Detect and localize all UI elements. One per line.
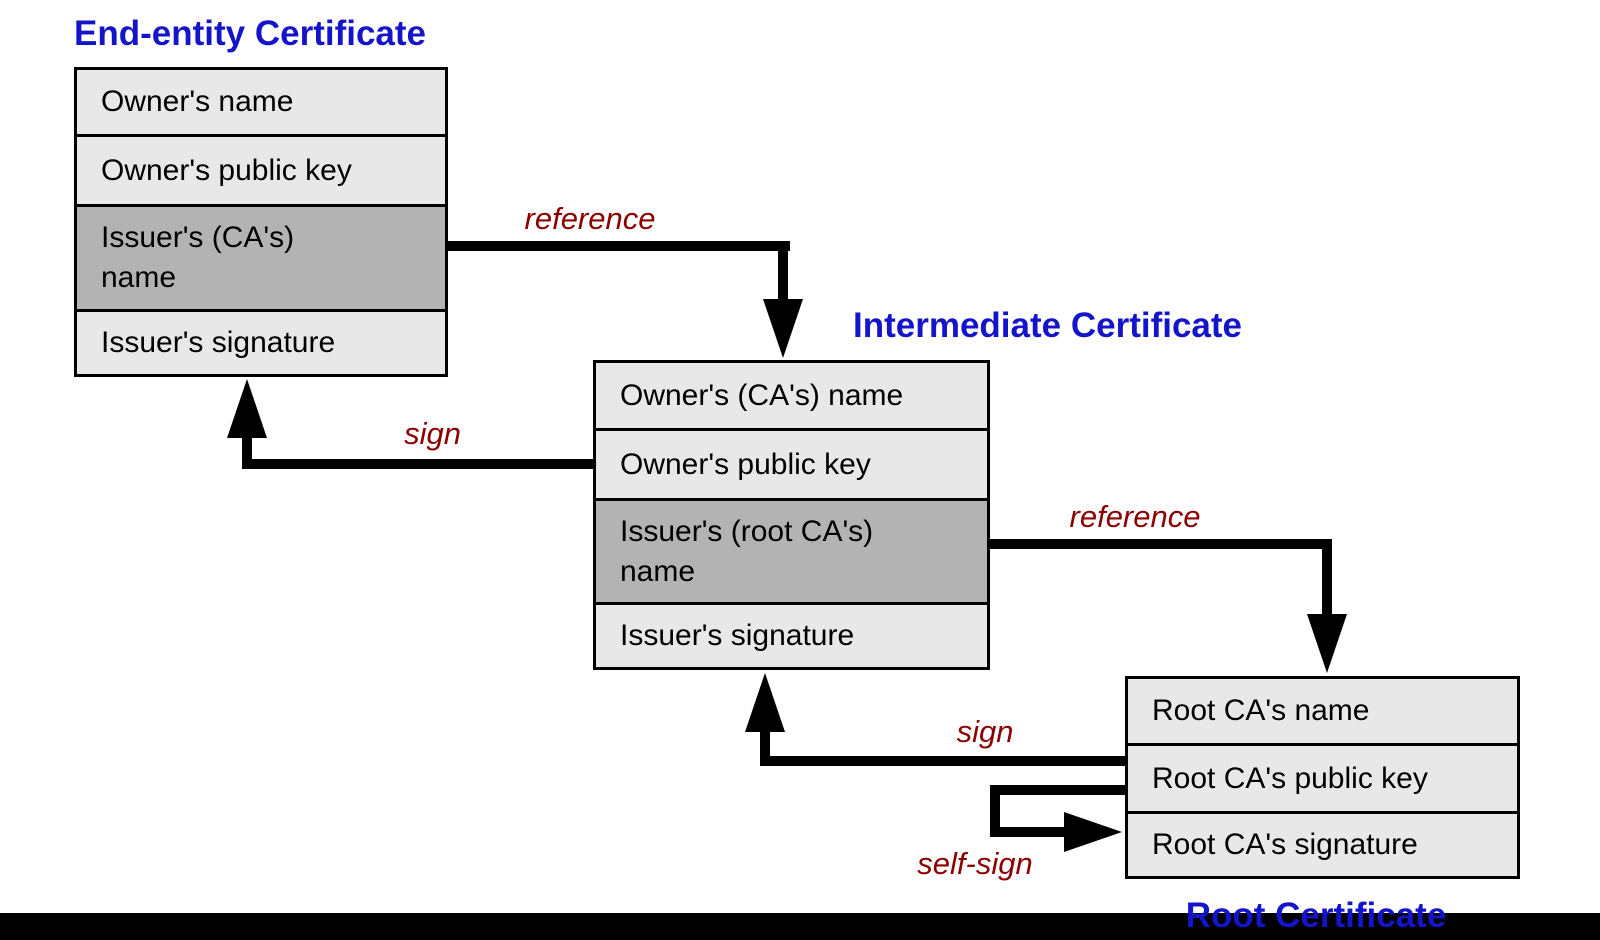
- reference-arrow-1-arrowhead-icon: [763, 299, 803, 358]
- reference-label-2: reference: [1069, 499, 1201, 534]
- end-entity-owner-public-key-row: Owner's public key: [77, 134, 445, 204]
- intermediate-certificate-box: Owner's (CA's) name Owner's public key I…: [593, 360, 990, 670]
- root-ca-signature-row: Root CA's signature: [1128, 811, 1517, 876]
- reference-label-1: reference: [524, 201, 656, 236]
- root-certificate-box: Root CA's name Root CA's public key Root…: [1125, 676, 1520, 879]
- reference-arrow-1-vline: [778, 246, 788, 302]
- sign-label-1: sign: [404, 416, 461, 451]
- end-entity-certificate-box: Owner's name Owner's public key Issuer's…: [74, 67, 448, 377]
- self-sign-label: self-sign: [917, 846, 1033, 881]
- end-entity-certificate-title: End-entity Certificate: [74, 14, 426, 53]
- intermediate-issuer-signature-row: Issuer's signature: [596, 602, 987, 667]
- sign-label-2: sign: [956, 714, 1014, 749]
- intermediate-owner-name-row: Owner's (CA's) name: [596, 363, 987, 428]
- sign-arrow-2-arrowhead-icon: [745, 673, 785, 732]
- self-sign-arrow-vline: [990, 785, 1000, 837]
- sign-arrow-2-hline: [760, 756, 1125, 766]
- sign-arrow-1-hline: [242, 459, 593, 469]
- reference-arrow-2-hline: [990, 539, 1332, 549]
- sign-arrow-2-vline: [760, 730, 770, 762]
- root-ca-public-key-row: Root CA's public key: [1128, 743, 1517, 811]
- self-sign-arrow-top-hline: [990, 785, 1125, 795]
- root-certificate-title: Root Certificate: [1185, 896, 1447, 935]
- end-entity-owner-name-row: Owner's name: [77, 70, 445, 134]
- reference-arrow-2-arrowhead-icon: [1307, 614, 1347, 673]
- sign-arrow-1-vline: [242, 434, 252, 464]
- reference-arrow-2-vline: [1322, 544, 1332, 616]
- intermediate-issuer-name-row: Issuer's (root CA's) name: [596, 498, 987, 602]
- self-sign-arrowhead-icon: [1064, 812, 1122, 852]
- root-ca-name-row: Root CA's name: [1128, 679, 1517, 743]
- end-entity-issuer-signature-row: Issuer's signature: [77, 309, 445, 374]
- self-sign-arrow-bottom-hline: [990, 827, 1068, 837]
- end-entity-issuer-name-row: Issuer's (CA's) name: [77, 204, 445, 309]
- bottom-bar: [0, 913, 1600, 940]
- intermediate-owner-public-key-row: Owner's public key: [596, 428, 987, 498]
- sign-arrow-1-arrowhead-icon: [227, 379, 267, 438]
- reference-arrow-1-hline: [448, 241, 790, 251]
- intermediate-certificate-title: Intermediate Certificate: [853, 306, 1243, 345]
